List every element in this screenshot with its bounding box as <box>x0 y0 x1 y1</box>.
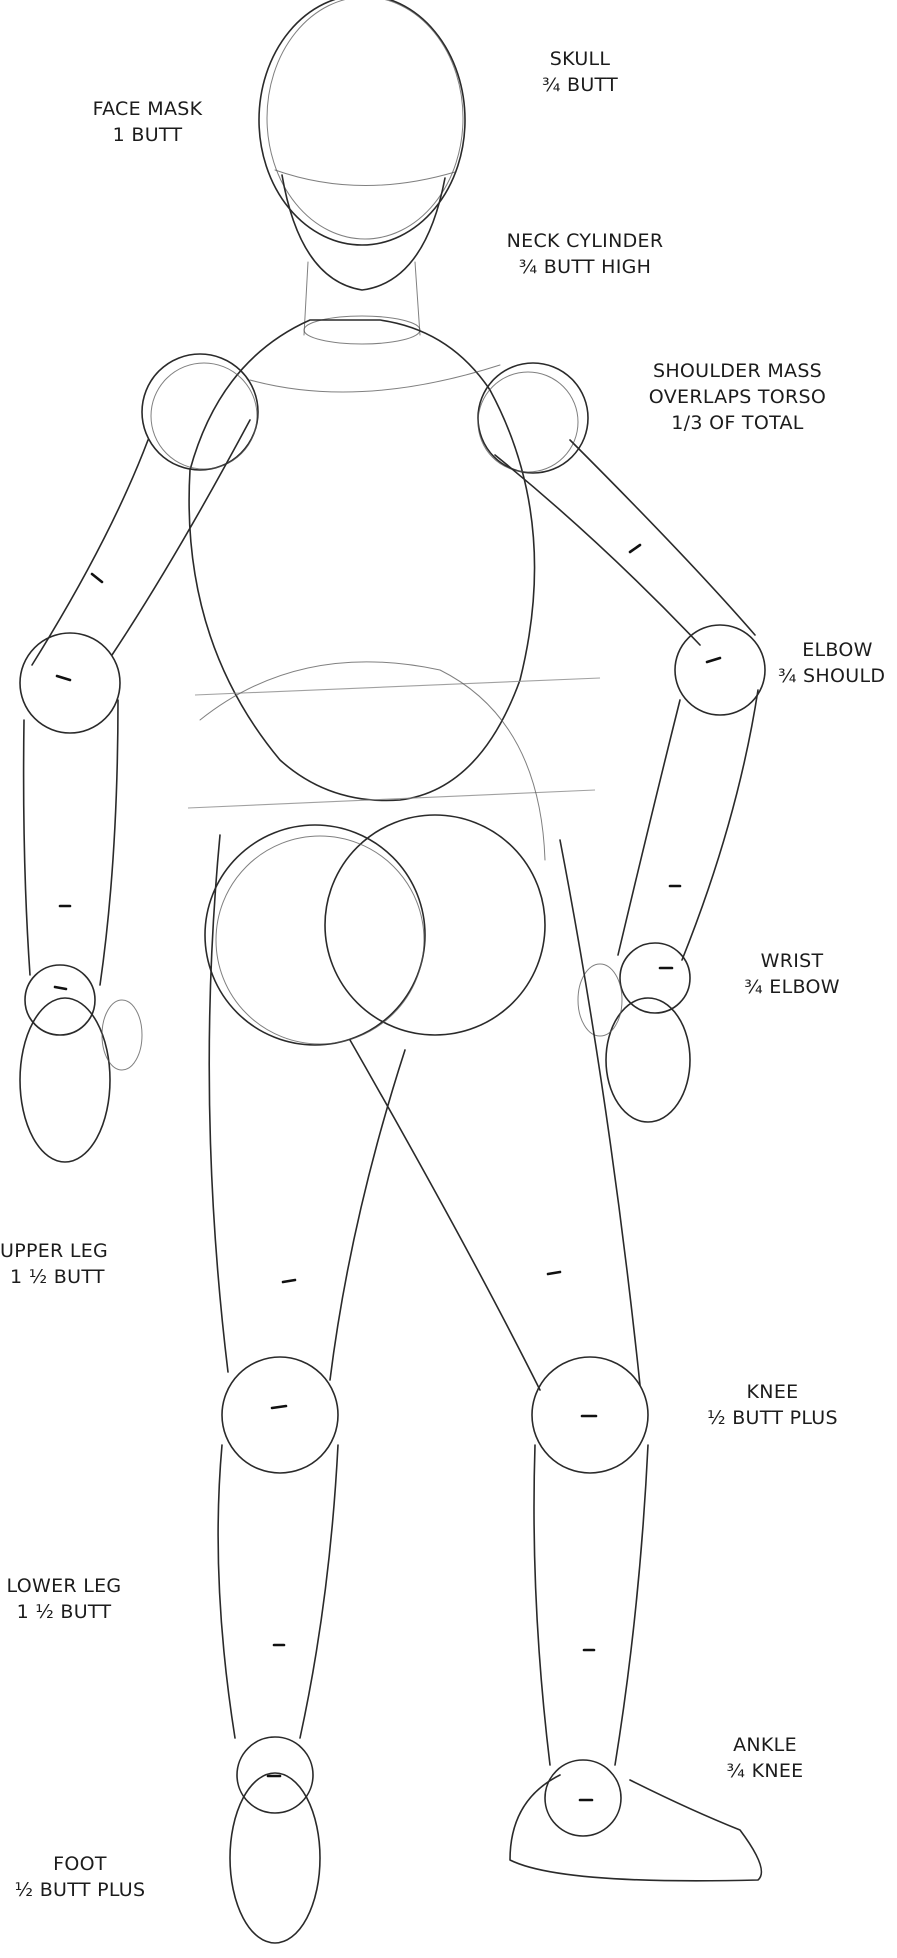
midpoint-ticks <box>55 545 720 1800</box>
left-leg <box>209 835 405 1943</box>
shoulder-mass-left <box>142 354 258 470</box>
shoulder-mass-right <box>478 363 588 473</box>
neck-cylinder <box>304 262 420 344</box>
right-leg <box>350 840 761 1881</box>
torso <box>188 320 600 860</box>
face-mask <box>275 170 455 290</box>
pelvis <box>205 815 545 1045</box>
right-arm <box>495 440 765 1122</box>
left-arm <box>20 420 250 1162</box>
